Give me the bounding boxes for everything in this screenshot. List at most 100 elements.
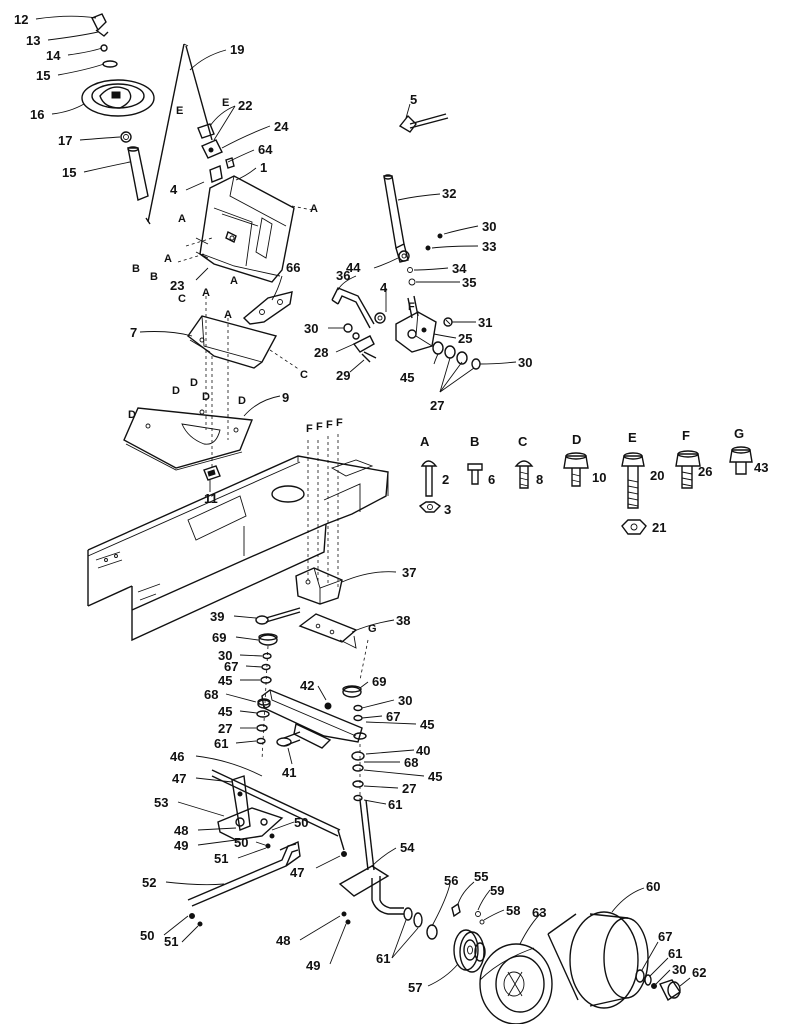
- callout-52: 52: [142, 875, 156, 890]
- pivot-pin: [276, 731, 301, 747]
- callout-36: 36: [336, 268, 350, 283]
- clip-11: [203, 465, 221, 481]
- callout-11: 11: [204, 491, 218, 506]
- callout-3: 3: [444, 502, 451, 517]
- front-tire: [547, 911, 649, 1009]
- steering-wheel: [81, 79, 155, 117]
- ref-letter: B: [150, 271, 158, 283]
- hardware-letter-c: C: [518, 434, 528, 449]
- callout-61-c: 61: [376, 951, 390, 966]
- callout-55: 55: [474, 869, 488, 884]
- callout-45-e: 45: [428, 769, 442, 784]
- callout-14: 14: [46, 48, 61, 63]
- callout-27-b: 27: [218, 721, 232, 736]
- front-axle: [257, 689, 367, 749]
- throttle-lever: [398, 113, 449, 133]
- callout-6: 6: [488, 472, 495, 487]
- outer-wheel-hardware: [635, 969, 681, 1002]
- callout-12: 12: [14, 12, 28, 27]
- callout-17: 17: [58, 133, 72, 148]
- bolt-G: [729, 446, 753, 475]
- callout-47-a: 47: [172, 771, 186, 786]
- callout-48-a: 48: [174, 823, 188, 838]
- callout-26: 26: [698, 464, 712, 479]
- hardware-letter-f: F: [682, 428, 690, 443]
- callout-64: 64: [258, 142, 273, 157]
- bolt-F: [675, 450, 701, 489]
- callout-1: 1: [260, 160, 267, 175]
- callout-49-b: 49: [306, 958, 320, 973]
- callout-30-f: 30: [672, 962, 686, 977]
- callout-19: 19: [230, 42, 244, 57]
- ref-letter: B: [132, 263, 140, 275]
- assembly-guides: [177, 205, 369, 800]
- steering-rod: [383, 174, 443, 286]
- steering-tube: [120, 131, 149, 201]
- hardware-legend: [418, 446, 753, 535]
- callout-15-upper: 15: [36, 68, 50, 83]
- ref-letter: F: [326, 419, 333, 431]
- callout-67-b: 67: [386, 709, 400, 724]
- callout-30-e: 30: [398, 693, 412, 708]
- callout-30-c: 30: [518, 355, 532, 370]
- hardware-letter-e: E: [628, 430, 637, 445]
- hardware-letters: A B C D E F G: [420, 426, 744, 449]
- callout-69-b: 69: [372, 674, 386, 689]
- callout-5: 5: [410, 92, 417, 107]
- ref-letter: C: [300, 369, 308, 381]
- callout-42: 42: [300, 678, 314, 693]
- callout-22: 22: [238, 98, 252, 113]
- callout-25: 25: [458, 331, 472, 346]
- callout-53: 53: [154, 795, 168, 810]
- callout-66: 66: [286, 260, 300, 275]
- callout-54: 54: [400, 840, 415, 855]
- floor-plate: [123, 407, 253, 471]
- callout-40: 40: [416, 743, 430, 758]
- bushing-set: [197, 123, 235, 183]
- tractor-frame: [87, 455, 389, 642]
- callout-32: 32: [442, 186, 456, 201]
- callout-45-d: 45: [420, 717, 434, 732]
- ref-letter: D: [238, 395, 246, 407]
- ref-letter: A: [224, 309, 232, 321]
- callout-59: 59: [490, 883, 504, 898]
- ref-letter: D: [190, 377, 198, 389]
- callout-8: 8: [536, 472, 543, 487]
- mounting-bracket: [242, 291, 293, 325]
- hardware-letter-b: B: [470, 434, 479, 449]
- callout-61-a: 61: [214, 736, 228, 751]
- callout-48-b: 48: [276, 933, 290, 948]
- callout-15-lower: 15: [62, 165, 76, 180]
- callout-10: 10: [592, 470, 606, 485]
- callout-49-a: 49: [174, 838, 188, 853]
- callout-37: 37: [402, 565, 416, 580]
- callout-27-a: 27: [430, 398, 444, 413]
- callout-30-d: 30: [218, 648, 232, 663]
- callout-39: 39: [210, 609, 224, 624]
- ref-letter: C: [178, 293, 186, 305]
- callout-61-b: 61: [388, 797, 402, 812]
- ref-letter: F: [316, 421, 323, 433]
- callout-51-b: 51: [164, 934, 178, 949]
- wheel-hardware: [403, 902, 485, 940]
- ref-letter: F: [306, 423, 313, 435]
- bolt-39: [255, 607, 301, 625]
- callout-47-b: 47: [290, 865, 304, 880]
- ref-letter: D: [128, 409, 136, 421]
- ref-letter: A: [164, 253, 172, 265]
- callout-67-c: 67: [658, 929, 672, 944]
- ref-letter: E: [176, 105, 183, 117]
- hardware-letter-g: G: [734, 426, 744, 441]
- gear-small-parts: [343, 323, 377, 363]
- callout-69-a: 69: [212, 630, 226, 645]
- shift-lever: [331, 287, 375, 329]
- ref-letter: A: [230, 275, 238, 287]
- callout-30-b: 30: [304, 321, 318, 336]
- steering-cap: [91, 13, 118, 68]
- callout-2: 2: [442, 472, 449, 487]
- callout-46: 46: [170, 749, 184, 764]
- leader-lines: [35, 15, 691, 987]
- callout-23: 23: [170, 278, 184, 293]
- wheel-rim: [479, 943, 553, 1024]
- callout-13: 13: [26, 33, 40, 48]
